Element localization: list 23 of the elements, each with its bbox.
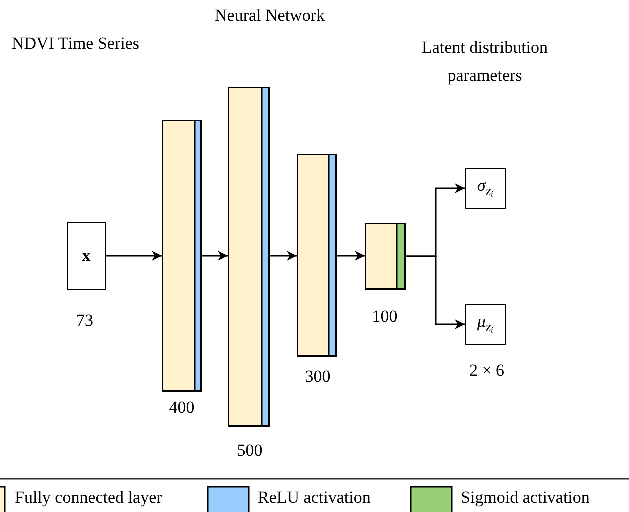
legend-label: ReLU activation [258,488,371,508]
section-heading: Latent distribution parameters [420,37,550,87]
legend-label: Sigmoid activation [461,488,590,508]
size-label: 300 [305,367,331,387]
arrow [270,251,297,261]
section-heading: NDVI Time Series [12,34,140,54]
size-label: 2 × 6 [469,361,505,381]
parameter-symbol: μ$_{zᵢ}$ [477,312,494,337]
input-symbol: x [82,246,91,266]
input-box [67,222,106,290]
arrow [406,256,465,330]
size-label: 500 [237,441,263,461]
legend-label: Fully connected layer [15,488,162,508]
arrow [106,251,162,261]
parameter-symbol: σ$_{zᵢ}$ [477,176,494,201]
output-box [465,304,506,345]
size-label: 100 [372,307,398,327]
size-label: 73 [76,311,94,331]
arrow [337,251,365,261]
diagram-title: Neural Network [215,6,325,26]
size-label: 400 [169,398,195,418]
output-box [465,168,506,209]
arrow [202,251,228,261]
